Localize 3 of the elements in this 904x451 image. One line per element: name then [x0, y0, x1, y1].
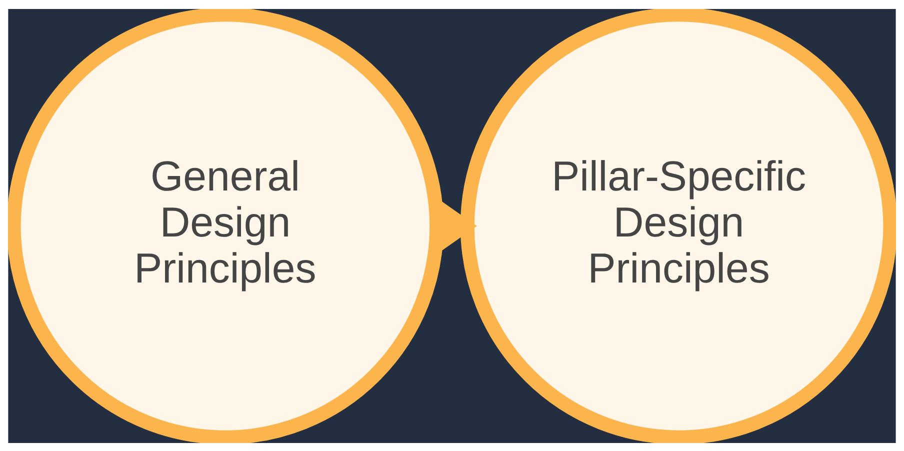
- arrow: [440, 200, 477, 251]
- node-circle: General Design Principles: [8, 8, 444, 442]
- node-circle: Pillar-Specific Design Principles: [460, 8, 896, 442]
